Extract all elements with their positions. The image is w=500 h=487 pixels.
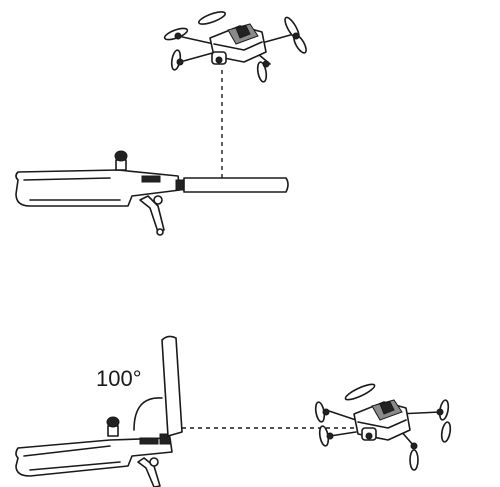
remote-controller-bottom xyxy=(15,335,183,487)
drone-bottom xyxy=(314,383,452,471)
angle-arc xyxy=(133,397,163,431)
drone-top xyxy=(163,11,307,83)
angle-label: 100° xyxy=(96,366,142,391)
remote-controller-top xyxy=(15,150,289,236)
